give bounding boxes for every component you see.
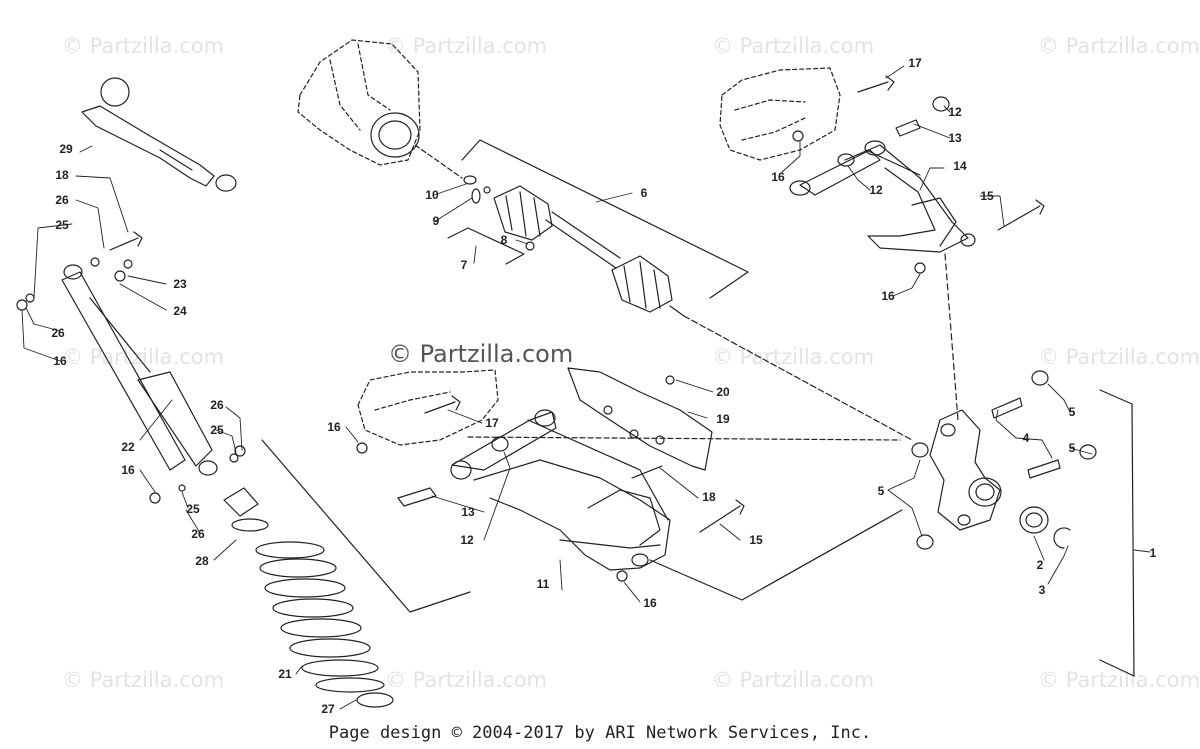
callout-label[interactable]: 17 xyxy=(908,56,922,70)
callout-label[interactable]: 5 xyxy=(1068,441,1076,455)
shock-absorber xyxy=(61,264,218,476)
watermark: © Partzilla.com xyxy=(712,34,875,58)
drive-axle xyxy=(483,185,685,317)
callout-label[interactable]: 16 xyxy=(881,289,895,303)
callout-label[interactable]: 26 xyxy=(51,326,65,340)
callout-label[interactable]: 16 xyxy=(643,596,657,610)
callout-label[interactable]: 25 xyxy=(186,502,200,516)
watermark: © Partzilla.com xyxy=(1038,668,1200,692)
callout-label[interactable]: 25 xyxy=(55,218,69,232)
lower-a-arm xyxy=(450,409,671,571)
callout-label[interactable]: 23 xyxy=(173,277,187,291)
callout-label[interactable]: 15 xyxy=(980,189,994,203)
callout-label[interactable]: 11 xyxy=(536,577,550,591)
callout-label[interactable]: 25 xyxy=(210,423,224,437)
callout-label[interactable]: 16 xyxy=(53,354,67,368)
watermark: © Partzilla.com xyxy=(712,668,875,692)
callout-label[interactable]: 24 xyxy=(173,304,187,318)
callout-label[interactable]: 26 xyxy=(191,527,205,541)
watermark: © Partzilla.com xyxy=(385,34,548,58)
callout-label[interactable]: 15 xyxy=(749,533,763,547)
callout-label[interactable]: 7 xyxy=(460,258,468,272)
callout-label[interactable]: 12 xyxy=(460,533,474,547)
watermark: © Partzilla.com xyxy=(62,345,225,369)
upper-a-arm xyxy=(789,140,976,253)
watermark: © Partzilla.com xyxy=(385,668,548,692)
skid-plate xyxy=(567,367,713,471)
callout-label[interactable]: 3 xyxy=(1038,583,1046,597)
callout-label[interactable]: 10 xyxy=(425,188,439,202)
callout-label[interactable]: 6 xyxy=(640,186,648,200)
watermark: © Partzilla.com xyxy=(712,345,875,369)
knuckle xyxy=(929,409,1002,531)
callout-label[interactable]: 17 xyxy=(485,416,499,430)
callout-label[interactable]: 9 xyxy=(432,214,440,228)
callout-label[interactable]: 19 xyxy=(716,412,730,426)
callout-label[interactable]: 14 xyxy=(953,159,967,173)
callout-label[interactable]: 1 xyxy=(1149,546,1157,560)
callout-label[interactable]: 13 xyxy=(461,505,475,519)
callout-label[interactable]: 12 xyxy=(869,183,883,197)
callout-label[interactable]: 2 xyxy=(1036,558,1044,572)
callout-label[interactable]: 28 xyxy=(195,554,209,568)
callout-label[interactable]: 5 xyxy=(1068,405,1076,419)
callout-label[interactable]: 22 xyxy=(121,440,135,454)
spring-tool xyxy=(81,77,237,192)
callout-label[interactable]: 13 xyxy=(948,131,962,145)
callout-label[interactable]: 4 xyxy=(1022,431,1030,445)
callout-label[interactable]: 8 xyxy=(500,233,508,247)
coil-spring xyxy=(255,541,385,693)
callout-label[interactable]: 26 xyxy=(210,398,224,412)
leader-6-bracket xyxy=(461,139,749,299)
watermark: © Partzilla.com xyxy=(62,668,225,692)
callout-label[interactable]: 5 xyxy=(877,484,885,498)
callout-label[interactable]: 18 xyxy=(55,168,69,182)
callout-label[interactable]: 16 xyxy=(771,170,785,184)
callout-label[interactable]: 16 xyxy=(121,463,135,477)
callout-label[interactable]: 26 xyxy=(55,193,69,207)
callout-label[interactable]: 27 xyxy=(321,702,335,716)
callout-label[interactable]: 18 xyxy=(702,490,716,504)
frame-section-middle xyxy=(357,369,499,446)
callout-label[interactable]: 16 xyxy=(327,420,341,434)
watermark: © Partzilla.com xyxy=(1038,345,1200,369)
watermark-main: © Partzilla.com xyxy=(388,340,574,368)
frame-section-right xyxy=(719,67,841,161)
frame-section-top xyxy=(297,39,421,166)
callout-label[interactable]: 20 xyxy=(716,385,730,399)
watermark: © Partzilla.com xyxy=(1038,34,1200,58)
callout-label[interactable]: 21 xyxy=(278,667,292,681)
callout-label[interactable]: 12 xyxy=(948,105,962,119)
callout-label[interactable]: 29 xyxy=(59,142,73,156)
watermark: © Partzilla.com xyxy=(62,34,225,58)
copyright-footer: Page design © 2004-2017 by ARI Network S… xyxy=(328,723,872,743)
